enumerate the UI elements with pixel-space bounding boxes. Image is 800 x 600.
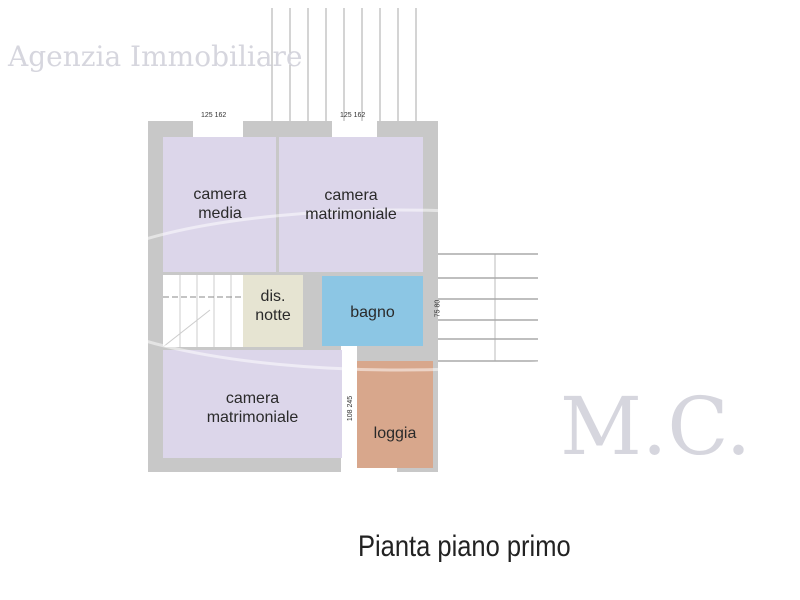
window-right — [332, 121, 377, 137]
label-line: camera — [193, 186, 247, 203]
watermark-text: Agenzia Immobiliare — [8, 40, 303, 73]
plan-title: Pianta piano primo — [358, 530, 571, 563]
stairs — [163, 275, 245, 347]
dimension-bagno-window: 75 80 — [434, 299, 442, 318]
dimension-window-left: 125 162 — [201, 112, 227, 119]
watermark-swoosh — [68, 208, 732, 372]
label-dis-notte: dis. notte — [243, 287, 303, 325]
label-line: bagno — [350, 304, 395, 321]
pergola-right — [438, 253, 538, 362]
dimension-window-right: 125 162 — [340, 112, 366, 119]
room-camera-media — [163, 137, 276, 272]
label-line: camera — [324, 187, 378, 204]
label-line: camera — [225, 390, 280, 407]
room-bagno — [322, 276, 423, 346]
label-line: loggia — [373, 425, 417, 442]
label-line: matrimoniale — [305, 206, 397, 223]
room-camera-matrimoniale-top — [279, 137, 423, 272]
label-line: dis. — [260, 288, 286, 305]
room-dis-notte — [243, 275, 303, 347]
window-left — [193, 121, 243, 137]
label-line: notte — [255, 307, 291, 324]
label-camera-matrimoniale-bottom: camera matrimoniale — [163, 389, 342, 427]
label-camera-media: camera media — [165, 185, 275, 223]
label-camera-matrimoniale-top: camera matrimoniale — [279, 186, 423, 224]
pergola-top — [271, 8, 417, 121]
dimension-loggia-door: 108 245 — [347, 395, 355, 422]
room-loggia — [357, 361, 433, 468]
watermark-logo: M.C. — [560, 380, 752, 473]
label-loggia: loggia — [357, 424, 433, 443]
label-line: matrimoniale — [206, 409, 299, 426]
label-bagno: bagno — [322, 303, 423, 322]
stair-steps — [162, 275, 245, 348]
label-line: media — [198, 205, 242, 222]
